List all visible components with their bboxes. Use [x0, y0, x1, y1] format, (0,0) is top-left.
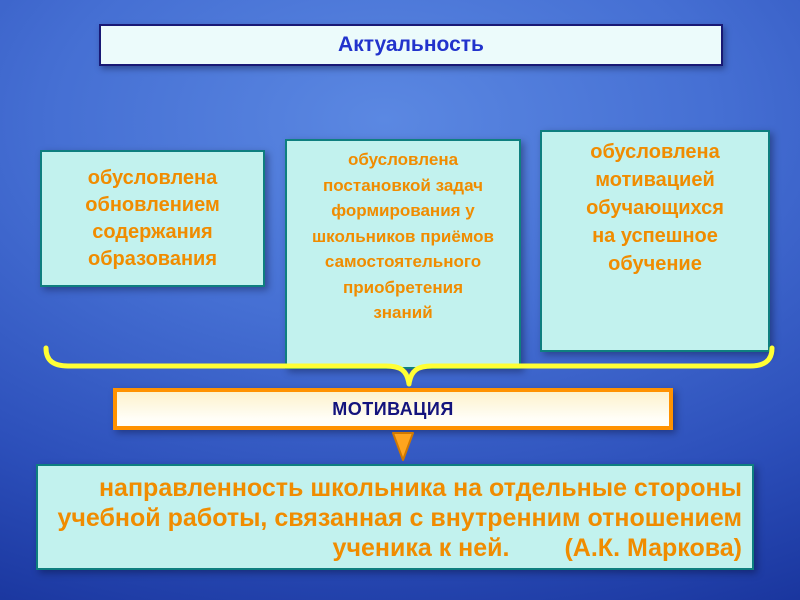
curly-brace-connector: [43, 345, 775, 387]
reason-text-3: обусловлена мотивацией обучающихся на ус…: [586, 141, 724, 275]
definition-text: направленность школьника на отдельные ст…: [57, 474, 742, 562]
title-box: Актуальность: [99, 24, 723, 66]
reason-text-2: обусловлена постановкой задач формирован…: [312, 150, 494, 322]
reason-box-1: обусловлена обновлением содержания образ…: [40, 150, 265, 287]
reason-box-2: обусловлена постановкой задач формирован…: [285, 139, 521, 369]
reason-box-3: обусловлена мотивацией обучающихся на ус…: [540, 130, 770, 352]
down-arrow-icon: [392, 432, 414, 461]
attribution-text: (А.К. Маркова): [564, 534, 742, 562]
motivation-box: МОТИВАЦИЯ: [113, 388, 673, 430]
slide-title: Актуальность: [338, 33, 484, 56]
concept-label: МОТИВАЦИЯ: [332, 398, 454, 419]
reason-text-1: обусловлена обновлением содержания образ…: [85, 166, 220, 270]
definition-box: направленность школьника на отдельные ст…: [36, 464, 754, 570]
